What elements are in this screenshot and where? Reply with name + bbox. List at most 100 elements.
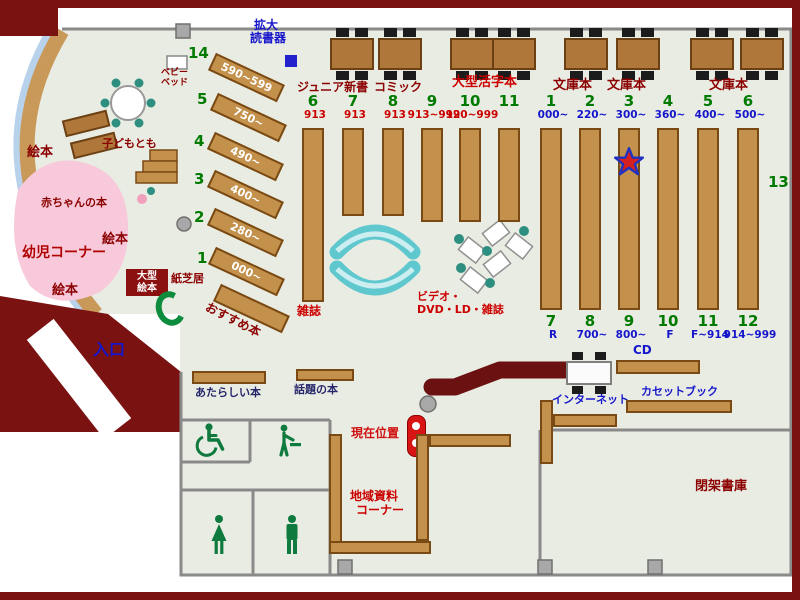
label-kodomo: 子どもとも (102, 137, 157, 150)
reading-table (330, 28, 374, 80)
shelf-range: 913 (304, 109, 326, 121)
shelf-number: 3 (623, 92, 635, 110)
bookshelf (421, 128, 443, 222)
label-local-materials-line1: 地域資料 (350, 489, 399, 503)
shelf-range: 360~ (654, 109, 686, 121)
label-entrance: 入口 (93, 340, 126, 359)
shelf-range: R (548, 329, 558, 341)
label-picture-books-1: 絵本 (27, 145, 54, 160)
bookshelf (697, 128, 719, 310)
pillars (175, 23, 663, 575)
shelf-range: 400~ (694, 109, 726, 121)
shelf-range: F~914 (691, 329, 729, 341)
local-shelf-right (416, 434, 429, 541)
shelf-number: 4 (194, 132, 205, 150)
cd-shelf (616, 360, 700, 374)
corridor-shelf (429, 434, 511, 447)
frame-bottom (0, 592, 800, 600)
shelf-range: 500~ (734, 109, 766, 121)
large-picture-books-box: 大型 絵本 (126, 269, 168, 296)
local-shelf-left (329, 434, 342, 554)
bookshelf (657, 128, 679, 310)
curved-browsing-shelves (329, 224, 421, 296)
bookshelf (579, 128, 601, 310)
kids-steps (135, 149, 178, 184)
label-bunko-2: 文庫本 (607, 78, 647, 93)
label-bunko-3: 文庫本 (709, 78, 749, 93)
shelf-number: 8 (387, 92, 399, 110)
shelf-number: 2 (584, 92, 596, 110)
label-picture-books-2: 絵本 (102, 232, 129, 247)
shelf-number: 7 (545, 312, 557, 330)
shelf-number: 11 (498, 92, 520, 110)
label-large-picture-line2: 絵本 (137, 283, 157, 294)
shelf-number: 10 (657, 312, 679, 330)
shelf-number: 11 (697, 312, 719, 330)
bookshelf (302, 128, 324, 302)
infant-mat (14, 160, 129, 301)
label-video-line1: ビデオ・ (417, 290, 461, 303)
label-large-picture-line1: 大型 (137, 271, 157, 282)
frame-right (792, 0, 800, 600)
reading-table (492, 28, 536, 80)
kids-tables (61, 109, 119, 160)
bookshelf (382, 128, 404, 216)
main-floor (180, 28, 792, 576)
shelf-number: 5 (197, 90, 208, 108)
label-baby-books: 赤ちゃんの本 (41, 196, 107, 209)
shelf-number: 6 (307, 92, 319, 110)
label-infant-corner: 幼児コーナー (22, 245, 106, 261)
reading-table (616, 28, 660, 80)
shelf-range: 914~999 (723, 329, 777, 341)
changing-table-icon (279, 424, 301, 457)
shelf-range: 700~ (576, 329, 608, 341)
magnifier-device (285, 55, 297, 67)
label-junior-shinsho: ジュニア新書 (297, 80, 369, 94)
frame-top-left-block (0, 0, 58, 36)
bookshelf (540, 128, 562, 310)
pink-stool-icon (137, 194, 147, 204)
label-new-books: あたらしい本 (195, 386, 261, 399)
label-magazines: 雑誌 (297, 304, 322, 318)
stool-icon (147, 187, 155, 195)
shelf-number: 5 (702, 92, 714, 110)
shelf-number: 9 (623, 312, 635, 330)
shelf-number: 2 (194, 208, 205, 226)
entrance-path (26, 318, 132, 440)
shelf-number-13: 13 (768, 173, 789, 191)
shelf-range: 920~999 (445, 109, 499, 121)
shelf-number: 1 (545, 92, 557, 110)
shelf-number: 8 (584, 312, 596, 330)
bookshelf (618, 128, 640, 310)
shelf-range: 300~ (615, 109, 647, 121)
service-counter (423, 361, 575, 396)
shelf-number: 4 (662, 92, 674, 110)
baby-bed (166, 55, 188, 70)
shelf-number: 10 (459, 92, 481, 110)
shelf-number: 7 (347, 92, 359, 110)
topic-books-shelf (296, 369, 354, 381)
label-kamishibai: 紙芝居 (171, 272, 204, 285)
label-topic-books: 話題の本 (294, 383, 338, 396)
label-internet: インターネット (552, 393, 629, 406)
shelf-range: F (666, 329, 674, 341)
men-toilet-icon (286, 515, 298, 554)
cassette-shelf (626, 400, 732, 413)
bookshelf (342, 128, 364, 216)
label-current-location: 現在位置 (351, 426, 400, 440)
label-comic: コミック (374, 80, 423, 94)
reading-table (450, 28, 494, 80)
shelf-range: 913 (344, 109, 366, 121)
shelf-range: 913 (384, 109, 406, 121)
local-shelf-bottom (329, 541, 431, 554)
shelf-range: 913~919 (407, 109, 461, 121)
label-magnifier-line2: 読書器 (250, 31, 287, 45)
frame-top (0, 0, 800, 8)
carrel-chairs (454, 226, 529, 288)
reading-table (564, 28, 608, 80)
shelf-l-vertical (540, 400, 553, 464)
internet-table (566, 352, 612, 394)
shelf-number: 14 (188, 44, 209, 62)
